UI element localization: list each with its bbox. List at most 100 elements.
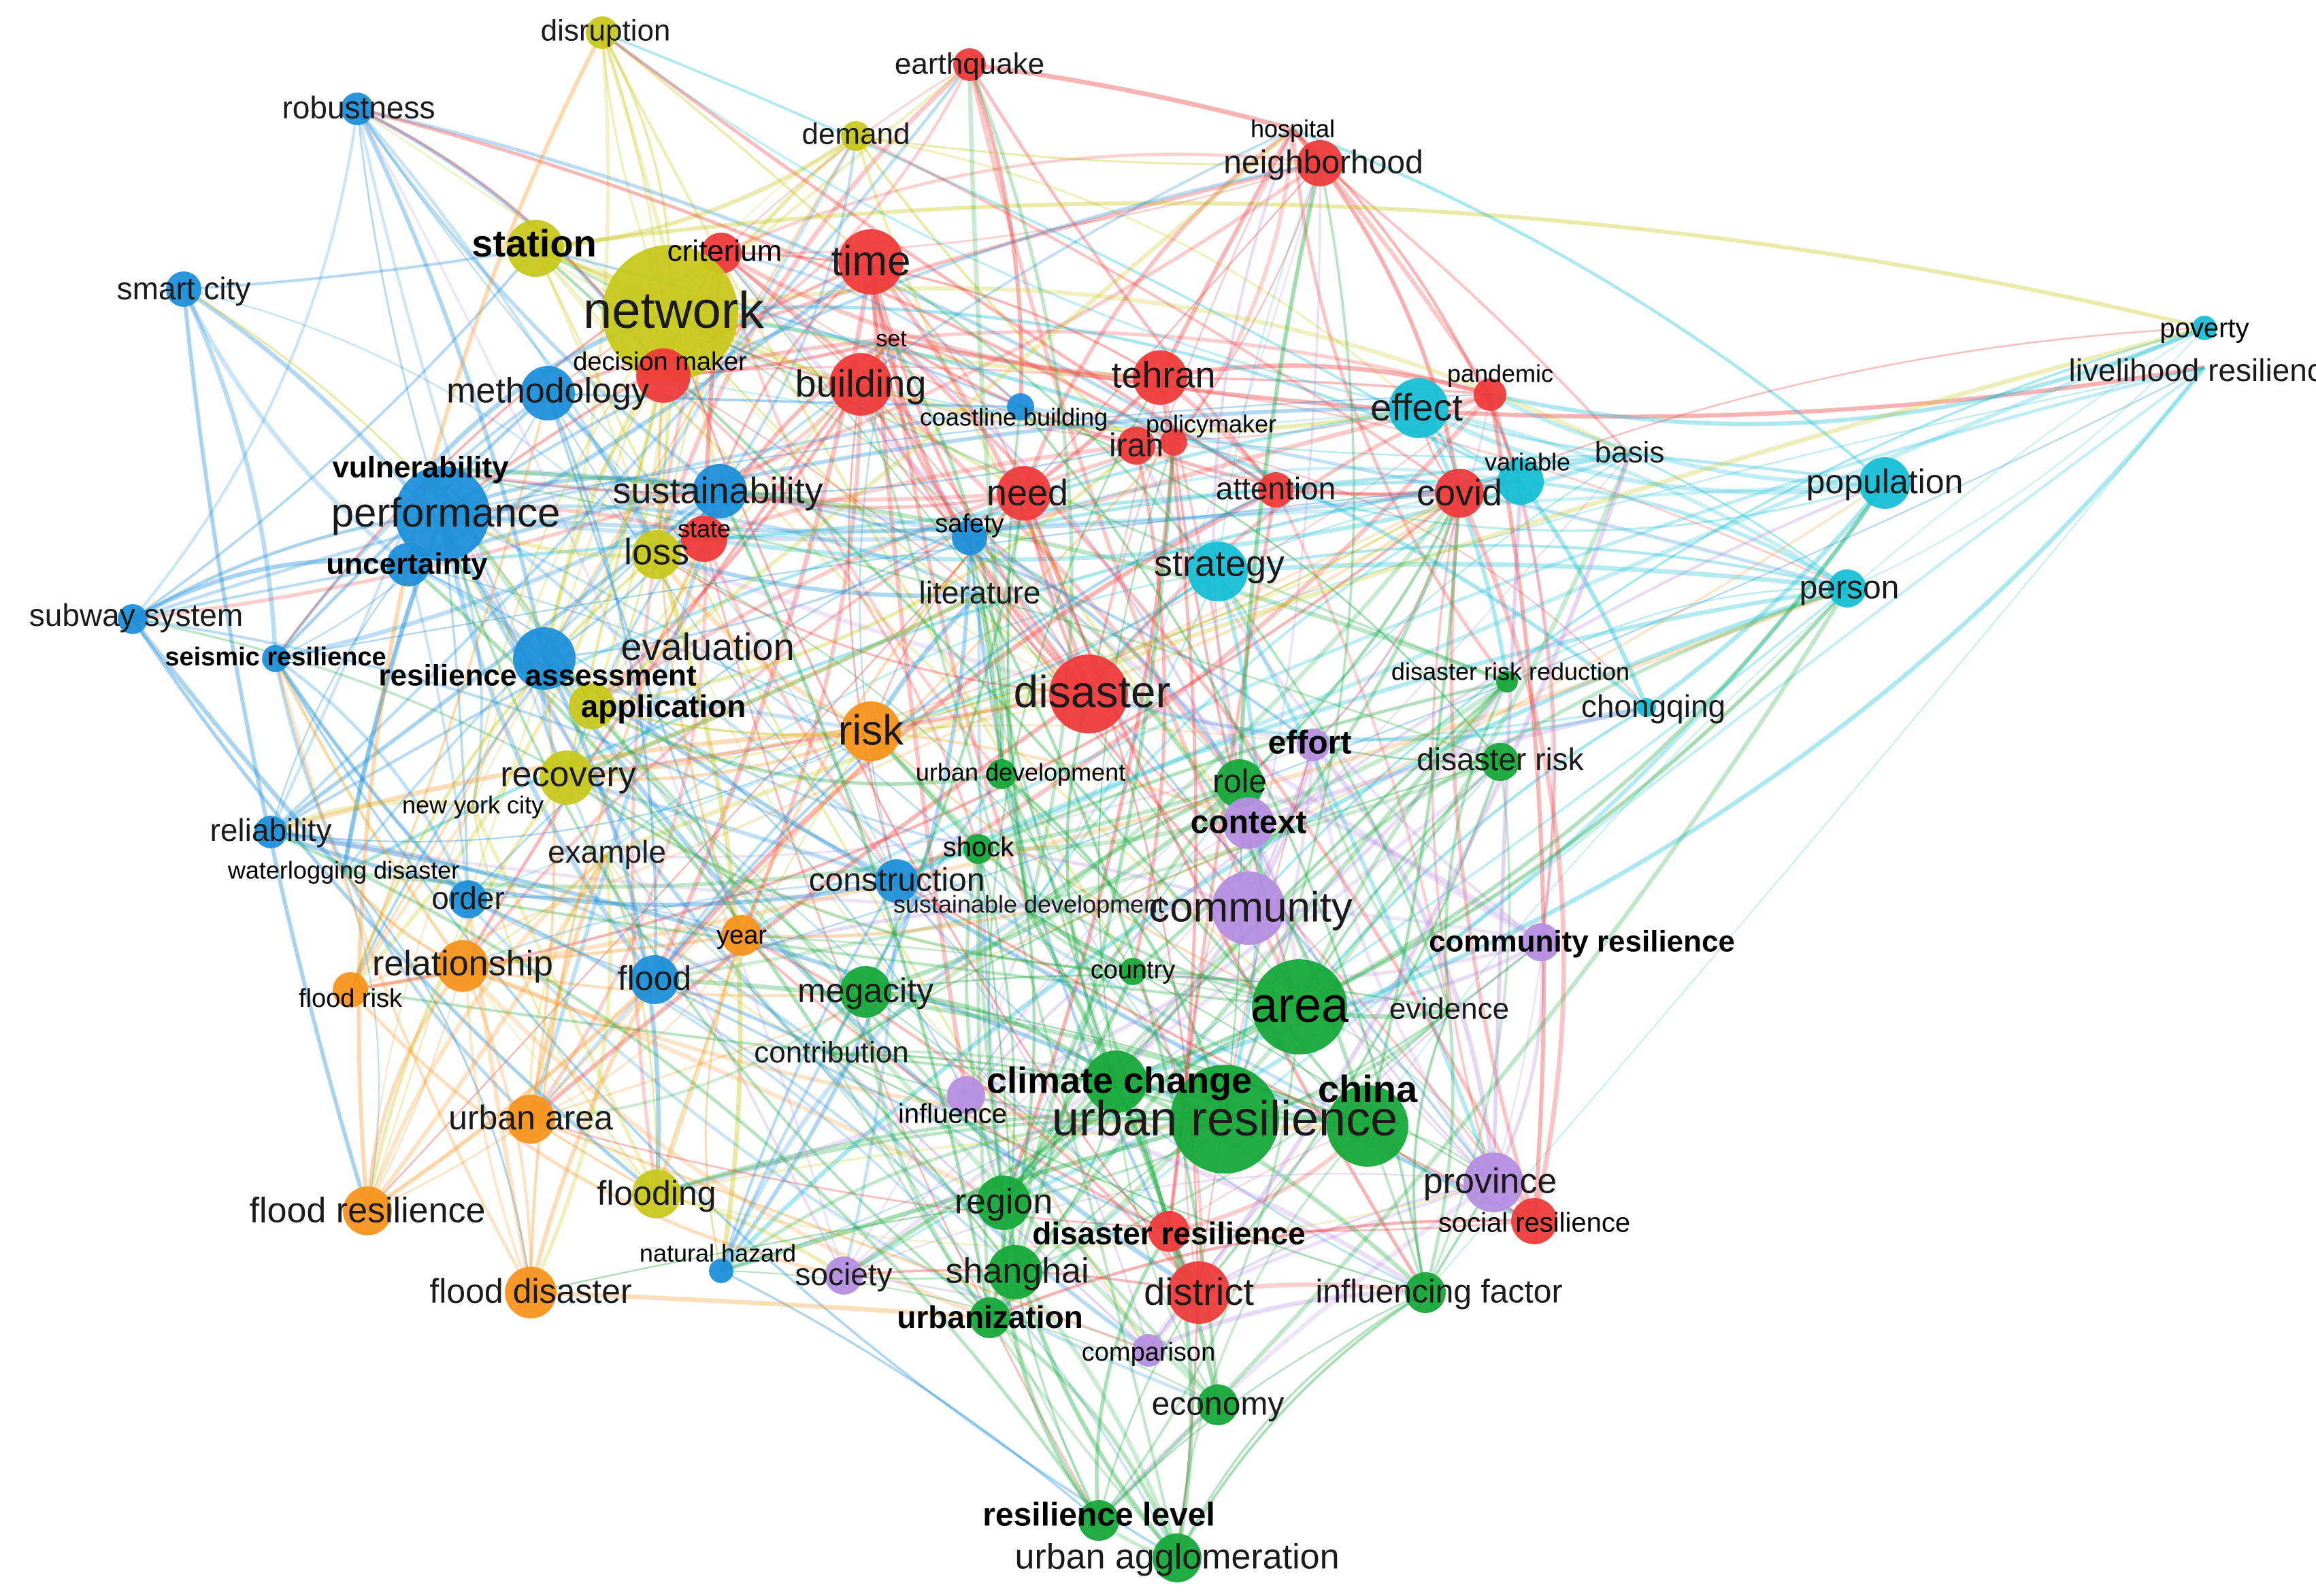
label-waterlogging-disaster: waterlogging disaster (227, 857, 459, 884)
node-disaster-resilience[interactable] (1148, 1211, 1189, 1252)
node-megacity[interactable] (840, 966, 891, 1018)
node-methodology[interactable] (520, 366, 575, 420)
node-urban-resilience[interactable] (1170, 1065, 1279, 1174)
node-application[interactable] (569, 683, 615, 729)
node-attention[interactable] (1258, 472, 1293, 508)
node-shock[interactable] (963, 834, 993, 864)
node-state[interactable] (681, 516, 727, 562)
node-district[interactable] (1168, 1261, 1230, 1324)
node-disaster[interactable] (1049, 654, 1128, 733)
node-person[interactable] (1828, 569, 1866, 608)
node-china[interactable] (1327, 1085, 1408, 1167)
edge-shanghai-policymaker (1013, 442, 1176, 1273)
node-natural-hazard[interactable] (709, 1259, 733, 1283)
edge-society-robustness (356, 108, 845, 1276)
node-recovery[interactable] (540, 750, 594, 805)
node-robustness[interactable] (341, 93, 374, 125)
edge-evaluation-flooding (542, 657, 661, 1195)
node-country[interactable] (1119, 958, 1146, 985)
node-resilience-level[interactable] (1078, 1500, 1119, 1541)
node-role[interactable] (1215, 759, 1264, 808)
node-construction[interactable] (875, 859, 919, 903)
edge-disaster-criterium (721, 252, 1090, 695)
node-climate-change[interactable] (1085, 1050, 1147, 1113)
node-urban-area[interactable] (506, 1095, 555, 1144)
label-smart-city: smart city (117, 271, 251, 306)
node-effect[interactable] (1389, 378, 1449, 438)
node-context[interactable] (1223, 797, 1274, 849)
node-area[interactable] (1252, 959, 1347, 1054)
node-seismic-resilience[interactable] (262, 645, 289, 672)
node-relationship[interactable] (437, 940, 489, 992)
label-shock: shock (943, 833, 1014, 863)
node-province[interactable] (1463, 1152, 1523, 1212)
node-subway-system[interactable] (118, 604, 148, 634)
edge-set-coastline_building (891, 337, 1022, 408)
node-strategy[interactable] (1188, 542, 1248, 601)
node-influencing-factor[interactable] (1405, 1272, 1446, 1313)
node-year[interactable] (721, 915, 762, 956)
node-loss[interactable] (632, 530, 681, 579)
node-chongqing[interactable] (1637, 698, 1656, 717)
node-flooding[interactable] (632, 1169, 681, 1218)
node-urban-development[interactable] (987, 759, 1016, 789)
edge-application-risk (591, 705, 872, 736)
node-region[interactable] (976, 1176, 1031, 1230)
node-disaster-risk[interactable] (1481, 743, 1519, 781)
node-evaluation[interactable] (513, 627, 576, 690)
edge-recovery-flood_resilience (365, 776, 568, 1212)
node-earthquake[interactable] (953, 48, 986, 81)
node-building[interactable] (829, 353, 892, 416)
node-disruption[interactable] (586, 16, 618, 49)
node-network[interactable] (602, 245, 738, 381)
node-smart-city[interactable] (166, 271, 201, 307)
node-poverty[interactable] (2192, 316, 2217, 340)
node-iran[interactable] (1117, 427, 1155, 465)
node-neighborhood[interactable] (1297, 140, 1343, 186)
node-time[interactable] (838, 229, 904, 295)
node-disaster-risk-reduction[interactable] (1496, 671, 1518, 693)
node-influence[interactable] (947, 1076, 985, 1114)
node-covid[interactable] (1435, 469, 1484, 518)
node-decision-maker[interactable] (636, 348, 691, 403)
edge-flood_resilience-example (365, 854, 608, 1213)
node-comparison[interactable] (1132, 1334, 1165, 1367)
node-urban-agglomeration[interactable] (1153, 1533, 1202, 1582)
node-safety[interactable] (952, 520, 987, 555)
node-flood-risk[interactable] (333, 972, 368, 1008)
node-pandemic[interactable] (1474, 378, 1506, 411)
node-tehran[interactable] (1133, 350, 1187, 405)
node-effort[interactable] (1297, 729, 1329, 761)
edge-relationship-flood_resilience (365, 965, 465, 1212)
node-policymaker[interactable] (1160, 429, 1187, 456)
node-community-resilience[interactable] (1522, 923, 1560, 961)
node-demand[interactable] (841, 121, 871, 151)
edge-uncertainty-influence (408, 563, 967, 1096)
node-society[interactable] (825, 1257, 863, 1295)
node-population[interactable] (1859, 457, 1910, 509)
node-order[interactable] (449, 880, 487, 918)
node-flood[interactable] (630, 955, 679, 1004)
edge-loss-disaster_resilience (655, 554, 1170, 1233)
node-variable[interactable] (1498, 459, 1544, 505)
node-urbanization[interactable] (970, 1297, 1010, 1338)
edge-social_resilience-construction (896, 880, 1535, 1223)
node-coastline-building[interactable] (1007, 393, 1034, 420)
edge-coastline_building-station (535, 247, 1021, 408)
node-uncertainty[interactable] (386, 543, 430, 586)
node-shanghai[interactable] (988, 1245, 1042, 1299)
node-flood-disaster[interactable] (505, 1267, 557, 1318)
node-flood-resilience[interactable] (343, 1186, 392, 1235)
node-social-resilience[interactable] (1511, 1198, 1557, 1244)
node-community[interactable] (1212, 871, 1285, 945)
edge-policymaker-chongqing (1173, 441, 1647, 708)
node-risk[interactable] (841, 701, 901, 761)
node-station[interactable] (507, 220, 564, 277)
node-reliability[interactable] (254, 816, 287, 848)
node-performance[interactable] (395, 466, 490, 561)
edge-construction-relationship (462, 880, 897, 967)
node-sustainability[interactable] (693, 464, 747, 518)
edge-robustness-attention (357, 107, 1277, 492)
node-economy[interactable] (1197, 1384, 1238, 1425)
node-need[interactable] (997, 466, 1051, 520)
